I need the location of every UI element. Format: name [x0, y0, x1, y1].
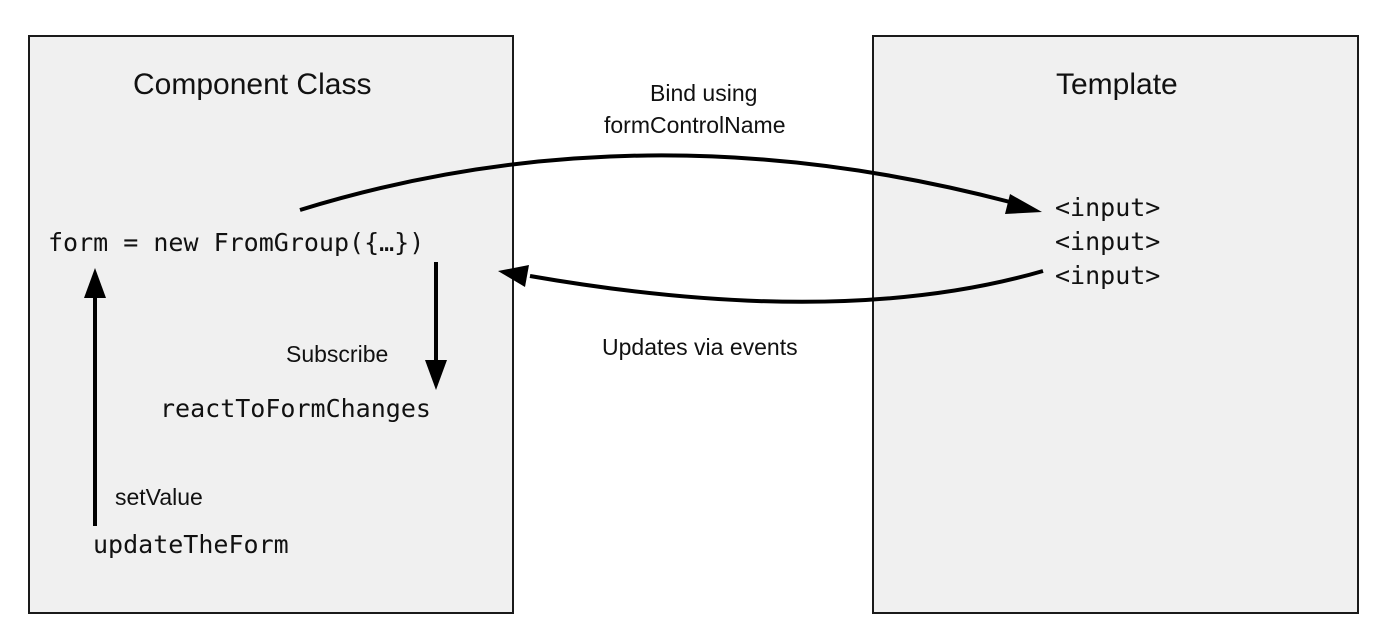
updates-via-events-label: Updates via events	[602, 334, 798, 360]
form-group-code: form = new FromGroup({…})	[48, 228, 425, 257]
template-panel	[872, 35, 1359, 614]
subscribe-label: Subscribe	[286, 341, 389, 367]
react-to-form-changes-code: reactToFormChanges	[160, 394, 431, 423]
bind-label-line2: formControlName	[604, 112, 786, 138]
bind-label-line1: Bind using	[650, 80, 758, 106]
update-the-form-code: updateTheForm	[93, 530, 289, 559]
component-class-panel	[28, 35, 514, 614]
template-input-2: <input>	[1055, 227, 1161, 256]
set-value-arrowhead	[84, 268, 106, 298]
bind-arrow	[299, 153, 1011, 212]
template-title: Template	[1056, 68, 1178, 101]
subscribe-arrowhead	[425, 360, 447, 390]
bind-arrowhead	[1005, 194, 1042, 214]
component-class-title: Component Class	[133, 68, 372, 101]
set-value-label: setValue	[115, 484, 203, 510]
updates-arrow	[529, 269, 1044, 304]
updates-arrowhead	[498, 265, 529, 287]
template-input-3: <input>	[1055, 261, 1161, 290]
template-input-1: <input>	[1055, 193, 1161, 222]
